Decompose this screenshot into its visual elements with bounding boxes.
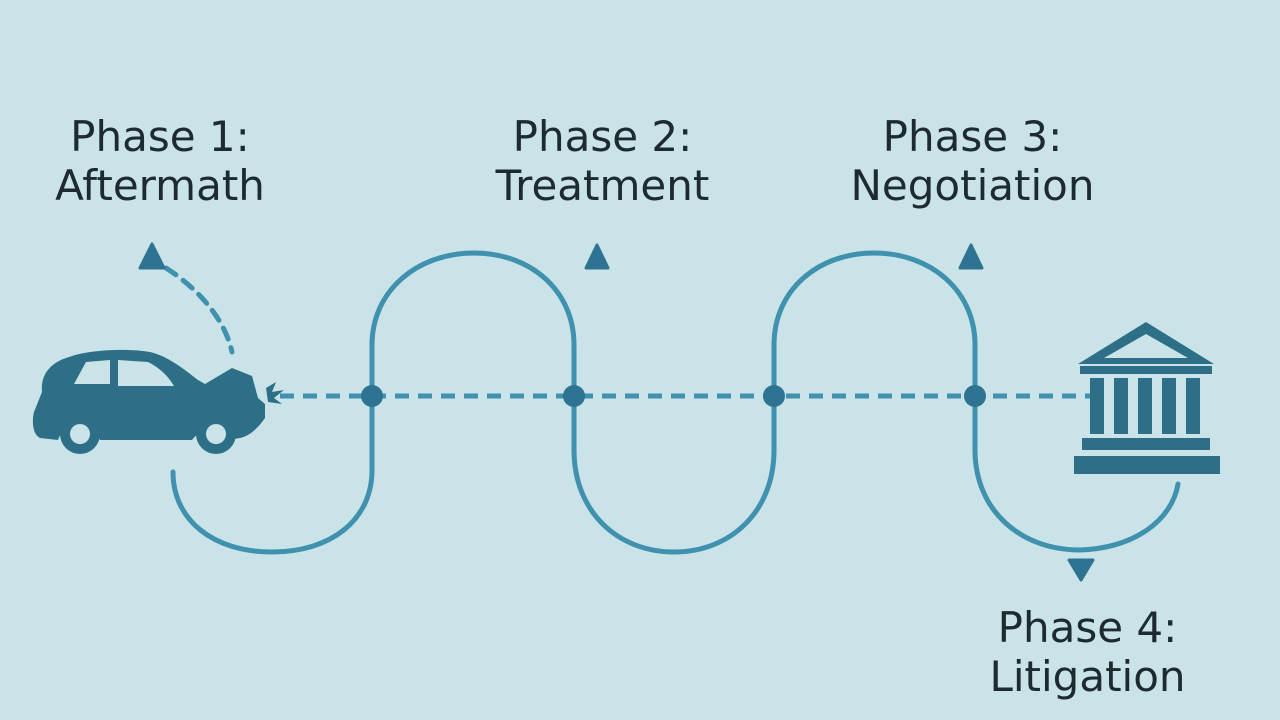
junction-dot-4 [964,385,986,407]
triangle-marker-icon [584,243,610,270]
courthouse-icon [1074,322,1220,474]
phase-2-label: Phase 2: Treatment [470,112,735,210]
phase-4-title: Phase 4: [997,603,1178,652]
phase-1-label: Phase 1: Aftermath [30,112,290,210]
dashed-car-connector [163,265,235,355]
winding-journey-path [170,250,1181,555]
junction-dot-1 [361,385,383,407]
triangle-marker-icon [958,243,984,270]
phase-3-title: Phase 3: [882,112,1063,161]
phase-2-title: Phase 2: [512,112,693,161]
triangle-marker-icon [138,242,166,270]
phase-3-label: Phase 3: Negotiation [835,112,1110,210]
phase-1-title: Phase 1: [70,112,250,161]
junction-dot-3 [763,385,785,407]
junction-dot-2 [563,385,585,407]
phase-2-name: Treatment [495,161,710,210]
triangle-marker-icon [1067,558,1095,582]
phase-4-name: Litigation [989,652,1186,701]
phase-4-label: Phase 4: Litigation [965,603,1210,701]
phase-1-name: Aftermath [55,161,265,210]
phase-3-name: Negotiation [850,161,1095,210]
crashed-car-icon [32,349,284,454]
